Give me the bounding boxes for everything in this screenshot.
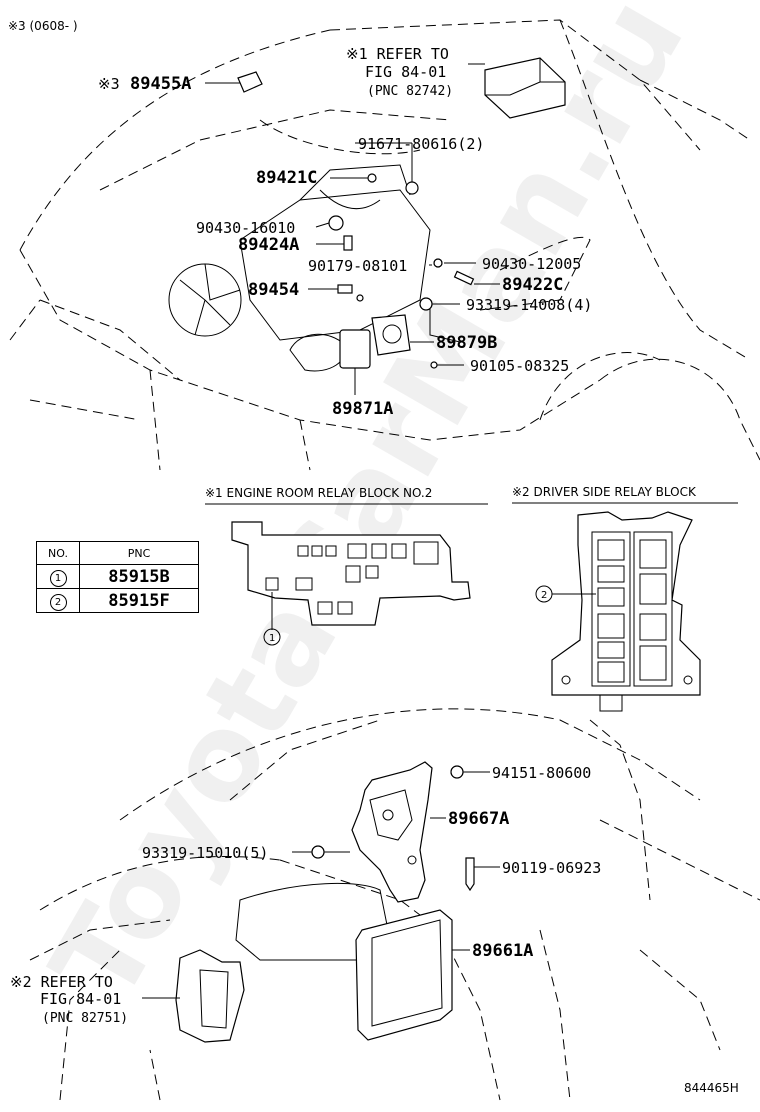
label-90430-12005: 90430-12005 [482,255,581,273]
label-89667a: 89667A [448,809,509,829]
header-note: ※3 (0608- ) [8,19,78,33]
label-89421c: 89421C [256,168,317,188]
pnc-row-no: 2 [49,594,67,611]
label-89871a: 89871A [332,399,393,419]
ref1-line1: ※1 REFER TO [346,45,449,63]
section-title-driver-relay: ※2 DRIVER SIDE RELAY BLOCK [512,485,697,499]
label-89454: 89454 [248,280,299,300]
table-row: 2 85915F [36,588,199,613]
label-90430-16010: 90430-16010 [196,219,295,237]
leader-lines-bottom [142,765,500,999]
pnc-row-value: 85915F [79,588,199,613]
ref2-line3: (PNC 82751) [42,1011,128,1026]
ref2-line1: ※2 REFER TO [10,973,113,991]
pnc-row-no: 1 [49,570,67,587]
pnc-header-no: NO. [36,541,80,565]
label-91671: 91671-80616(2) [358,135,484,153]
label-89455a: 89455A [130,74,191,94]
section-title-engine-relay: ※1 ENGINE ROOM RELAY BLOCK NO.2 [205,486,432,500]
ref1-line2: FIG 84-01 [365,63,446,81]
driver-side-drawing [29,708,760,1101]
label-93319-14008: 93319-14008(4) [466,296,592,314]
label-89879b: 89879B [436,333,497,353]
label-90119: 90119-06923 [502,859,601,877]
label-93319-15010: 93319-15010(5) [142,844,268,862]
pnc-header-pnc: PNC [79,541,199,565]
leader-lines-top [205,63,500,395]
pnc-row-value: 85915B [79,564,199,589]
ref1-line3: (PNC 82742) [367,84,453,99]
callout-circle-1 [263,628,281,646]
engine-compartment-drawing [9,19,760,471]
pnc-table-header: NO. PNC [36,541,199,565]
callout-2: 2 [541,590,547,601]
label-90105: 90105-08325 [470,357,569,375]
label-89422c: 89422C [502,275,563,295]
driver-relay-block-drawing [512,502,738,712]
figure-id: 844465H [684,1081,739,1095]
engine-relay-block-drawing [205,503,488,630]
ref2-line2: FIG 84-01 [40,990,121,1008]
label-89661a: 89661A [472,941,533,961]
label-90179: 90179-08101 [308,257,407,275]
callout-1: 1 [269,633,275,644]
callout-circle-2 [535,585,553,603]
label-89455a-prefix: ※3 [98,75,120,93]
label-94151: 94151-80600 [492,764,591,782]
pnc-table: NO. PNC 1 85915B 2 85915F [36,541,199,613]
label-89424a: 89424A [238,235,299,255]
table-row: 1 85915B [36,564,199,589]
